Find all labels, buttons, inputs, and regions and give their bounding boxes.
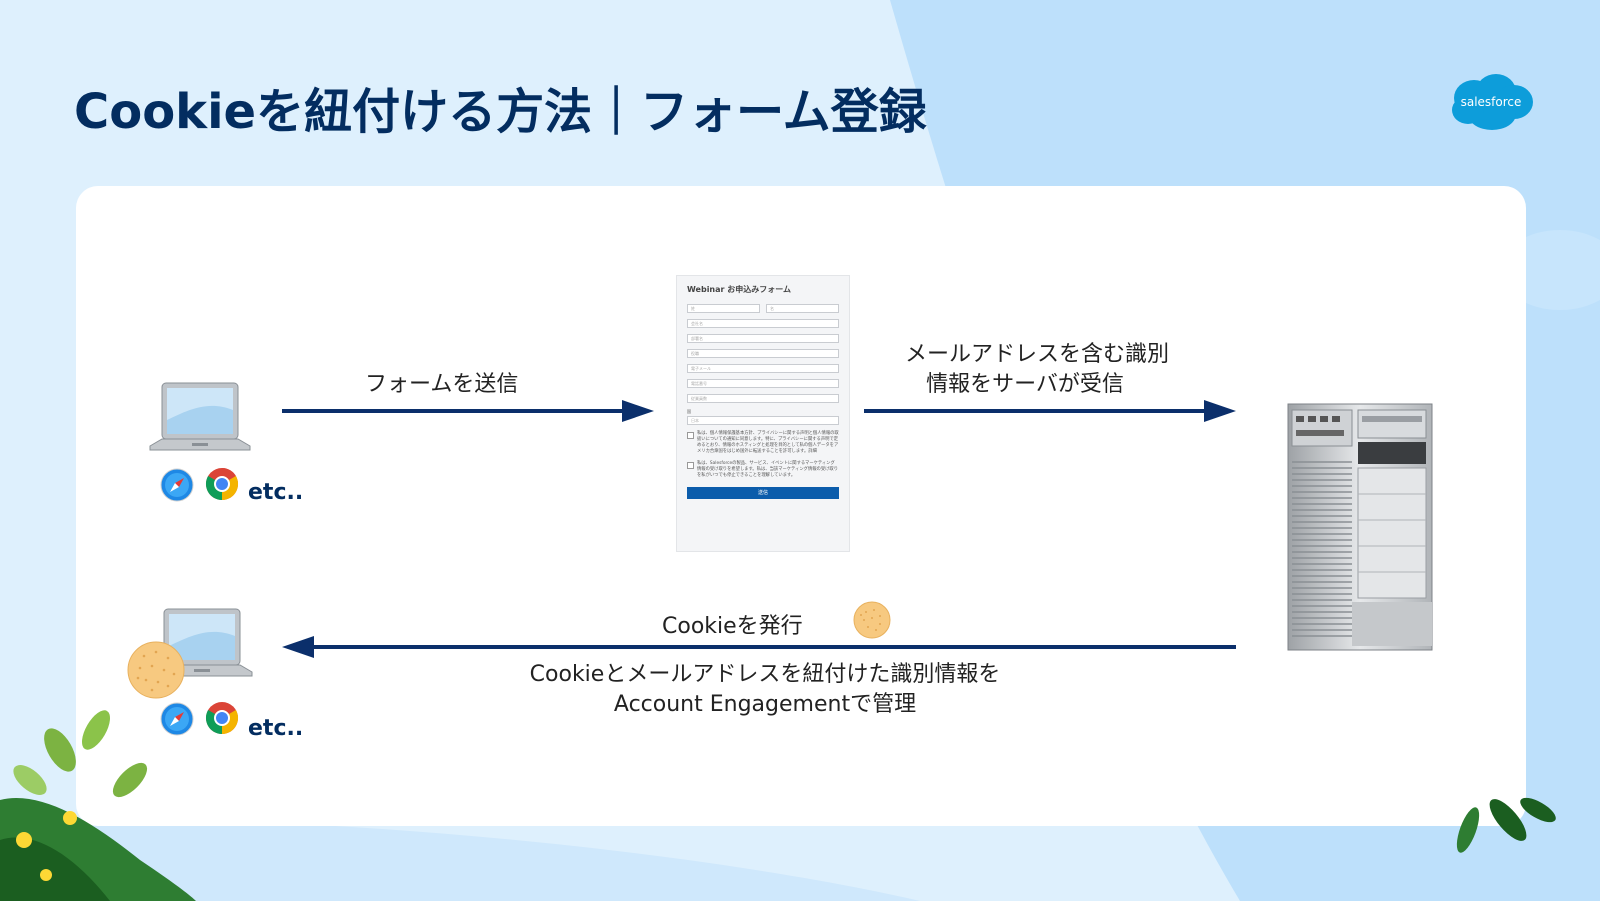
browsers-etc-label-bottom: etc.. <box>248 716 304 741</box>
form-title: Webinar お申込みフォーム <box>687 285 792 294</box>
form-consent-privacy: 私は、個人情報保護基本方針、プライバシーに関する声明と個人情報の取扱いについての… <box>687 431 839 454</box>
arrow-cookie-issue <box>282 636 1236 658</box>
webinar-form-preview: Webinar お申込みフォーム 姓 名 会社名 部署名 役職 電子メール 電話… <box>676 275 850 552</box>
arrow-submit-form <box>282 400 654 422</box>
form-field-phone: 電話番号 <box>687 379 839 388</box>
slide-title: Cookieを紐付ける方法｜フォーム登録 <box>74 84 927 140</box>
form-field-country: 日本 <box>687 416 839 425</box>
cookie-icon-top <box>853 601 891 639</box>
server-icon <box>1287 403 1433 651</box>
bottom-caption-line1: Cookieとメールアドレスを紐付けた識別情報を <box>529 662 1001 687</box>
arrow-server-label-line2: 情報をサーバが受信 <box>926 372 1124 397</box>
laptop-bottom-icon <box>151 608 253 677</box>
form-field-first-name: 名 <box>766 304 839 313</box>
form-submit-button: 送信 <box>687 487 839 499</box>
laptop-top-icon <box>149 382 251 451</box>
arrow-server-receive <box>864 400 1236 422</box>
form-country-label: 国 <box>687 409 691 414</box>
foliage-decoration-left <box>0 710 196 901</box>
form-field-title: 役職 <box>687 349 839 358</box>
form-field-email: 電子メール <box>687 364 839 373</box>
arrow-cookie-label: Cookieを発行 <box>662 614 803 639</box>
chrome-icon-bottom <box>205 702 239 735</box>
arrow-submit-label: フォームを送信 <box>365 372 519 397</box>
foliage-decoration-right <box>1456 797 1556 853</box>
svg-text:salesforce: salesforce <box>1461 95 1522 109</box>
browsers-etc-label-top: etc.. <box>248 480 304 505</box>
form-field-last-name: 姓 <box>687 304 760 313</box>
form-consent-marketing: 私は、Salesforceの製品、サービス、イベントに関するマーケティング情報の… <box>687 461 839 478</box>
form-field-company: 会社名 <box>687 319 839 328</box>
arrow-server-label-line1: メールアドレスを含む識別 <box>905 342 1170 367</box>
cookie-icon-bottom <box>127 641 185 699</box>
chrome-icon <box>205 467 239 501</box>
safari-icon <box>160 468 194 502</box>
safari-icon-bottom <box>160 702 194 736</box>
bottom-caption-line2: Account Engagementで管理 <box>613 692 917 717</box>
salesforce-logo: salesforce <box>1452 74 1533 130</box>
form-field-department: 部署名 <box>687 334 839 343</box>
form-field-employees: 従業員数 <box>687 394 839 403</box>
